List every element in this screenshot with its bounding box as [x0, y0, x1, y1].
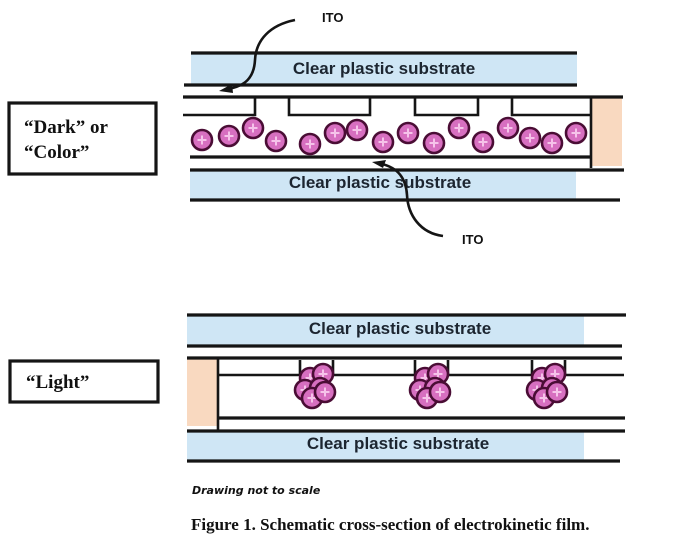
charged-particle	[217, 124, 241, 148]
clustered-particles	[293, 362, 569, 410]
light-bottom-substrate-label: Clear plastic substrate	[307, 434, 489, 453]
charged-particle	[471, 130, 495, 154]
charged-particle	[564, 121, 588, 145]
dark-state-diagram: “Dark” or “Color” Clear plastic substrat…	[7, 10, 624, 247]
top-substrate-label: Clear plastic substrate	[293, 59, 475, 78]
ito-top-arrowhead	[219, 84, 233, 93]
light-state-label: “Light”	[26, 372, 89, 393]
charged-particle	[540, 131, 564, 155]
charged-particle	[313, 380, 337, 404]
charged-particle	[428, 380, 452, 404]
light-top-substrate-label: Clear plastic substrate	[309, 319, 491, 338]
charged-particle	[345, 118, 369, 142]
charged-particle	[422, 131, 446, 155]
ito-bottom-arrowhead	[372, 160, 386, 168]
spacer-right	[592, 98, 622, 166]
dark-state-label-line1: “Dark” or	[24, 117, 108, 138]
scale-note: Drawing not to scale	[192, 484, 321, 497]
charged-particle	[190, 128, 214, 152]
ito-bottom-arrow	[381, 162, 444, 238]
ito-bottom-label: ITO	[462, 232, 483, 247]
charged-particle	[371, 130, 395, 154]
light-bottom-substrate	[187, 431, 584, 461]
spacer-left	[187, 358, 217, 426]
charged-particle	[298, 132, 322, 156]
light-state-label-box: “Light”	[8, 359, 160, 404]
charged-particle	[447, 116, 471, 140]
bottom-substrate-label: Clear plastic substrate	[289, 173, 471, 192]
charged-particle	[396, 121, 420, 145]
ito-top-label: ITO	[322, 10, 343, 25]
charged-particle	[264, 129, 288, 153]
bottom-substrate	[190, 170, 576, 200]
dark-state-label-line2: “Color”	[24, 142, 89, 163]
charged-particle	[323, 121, 347, 145]
light-state-diagram: “Light” Clear plastic substrate Clear pl…	[8, 313, 626, 463]
light-top-substrate	[187, 315, 584, 346]
charged-particle	[518, 126, 542, 150]
charged-particle	[241, 116, 265, 140]
charged-particle	[496, 116, 520, 140]
charged-particle	[545, 380, 569, 404]
dark-state-label-box: “Dark” or “Color”	[7, 101, 158, 176]
ito-top-arrow	[227, 18, 296, 91]
dispersed-particles	[190, 116, 588, 156]
figure-caption: Figure 1. Schematic cross-section of ele…	[191, 515, 589, 534]
